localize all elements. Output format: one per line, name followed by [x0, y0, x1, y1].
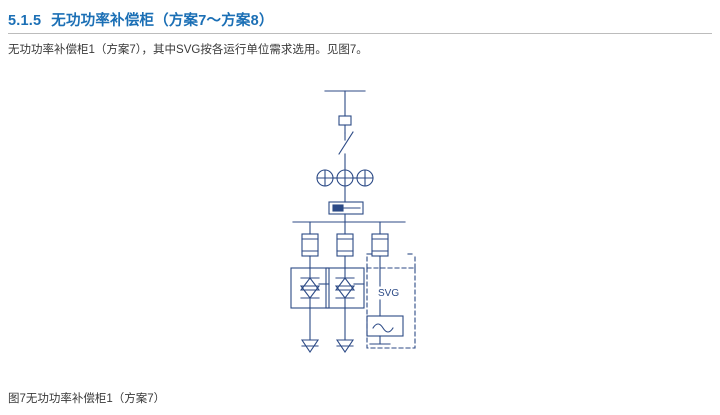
thyristor-switch-2: [325, 267, 365, 309]
section-heading: 5.1.5 无功功率补偿柜（方案7～方案8）: [8, 9, 274, 30]
single-line-diagram-svg: SVG: [290, 90, 416, 353]
body-paragraph: 无功功率补偿柜1（方案7），其中SVG按各运行单位需求选用。见图7。: [8, 44, 368, 56]
reactor-2: [336, 233, 354, 257]
svg-module-label: SVG: [378, 288, 399, 299]
controller-block: [328, 201, 364, 215]
breaker-diagonal: [338, 131, 354, 155]
controller-indicator: [332, 204, 344, 212]
circuit-diagram: SVG: [255, 78, 515, 378]
svg-enclosure: [366, 267, 416, 349]
capacitor-bank-2: [335, 339, 355, 353]
svg-converter-wave: [372, 323, 394, 333]
fuse-symbol: [338, 115, 352, 126]
ct-row: [316, 169, 374, 187]
section-title: 无功功率补偿柜（方案7～方案8）: [51, 13, 274, 29]
figure-caption: 图7无功功率补偿柜1（方案7）: [8, 393, 166, 405]
reactor-1: [301, 233, 319, 257]
section-number: 5.1.5: [8, 13, 42, 29]
thyristor-switch-1: [290, 267, 330, 309]
reactor-3: [371, 233, 389, 257]
heading-divider: [8, 33, 712, 34]
svg-converter-block: [366, 315, 404, 337]
capacitor-bank-1: [300, 339, 320, 353]
